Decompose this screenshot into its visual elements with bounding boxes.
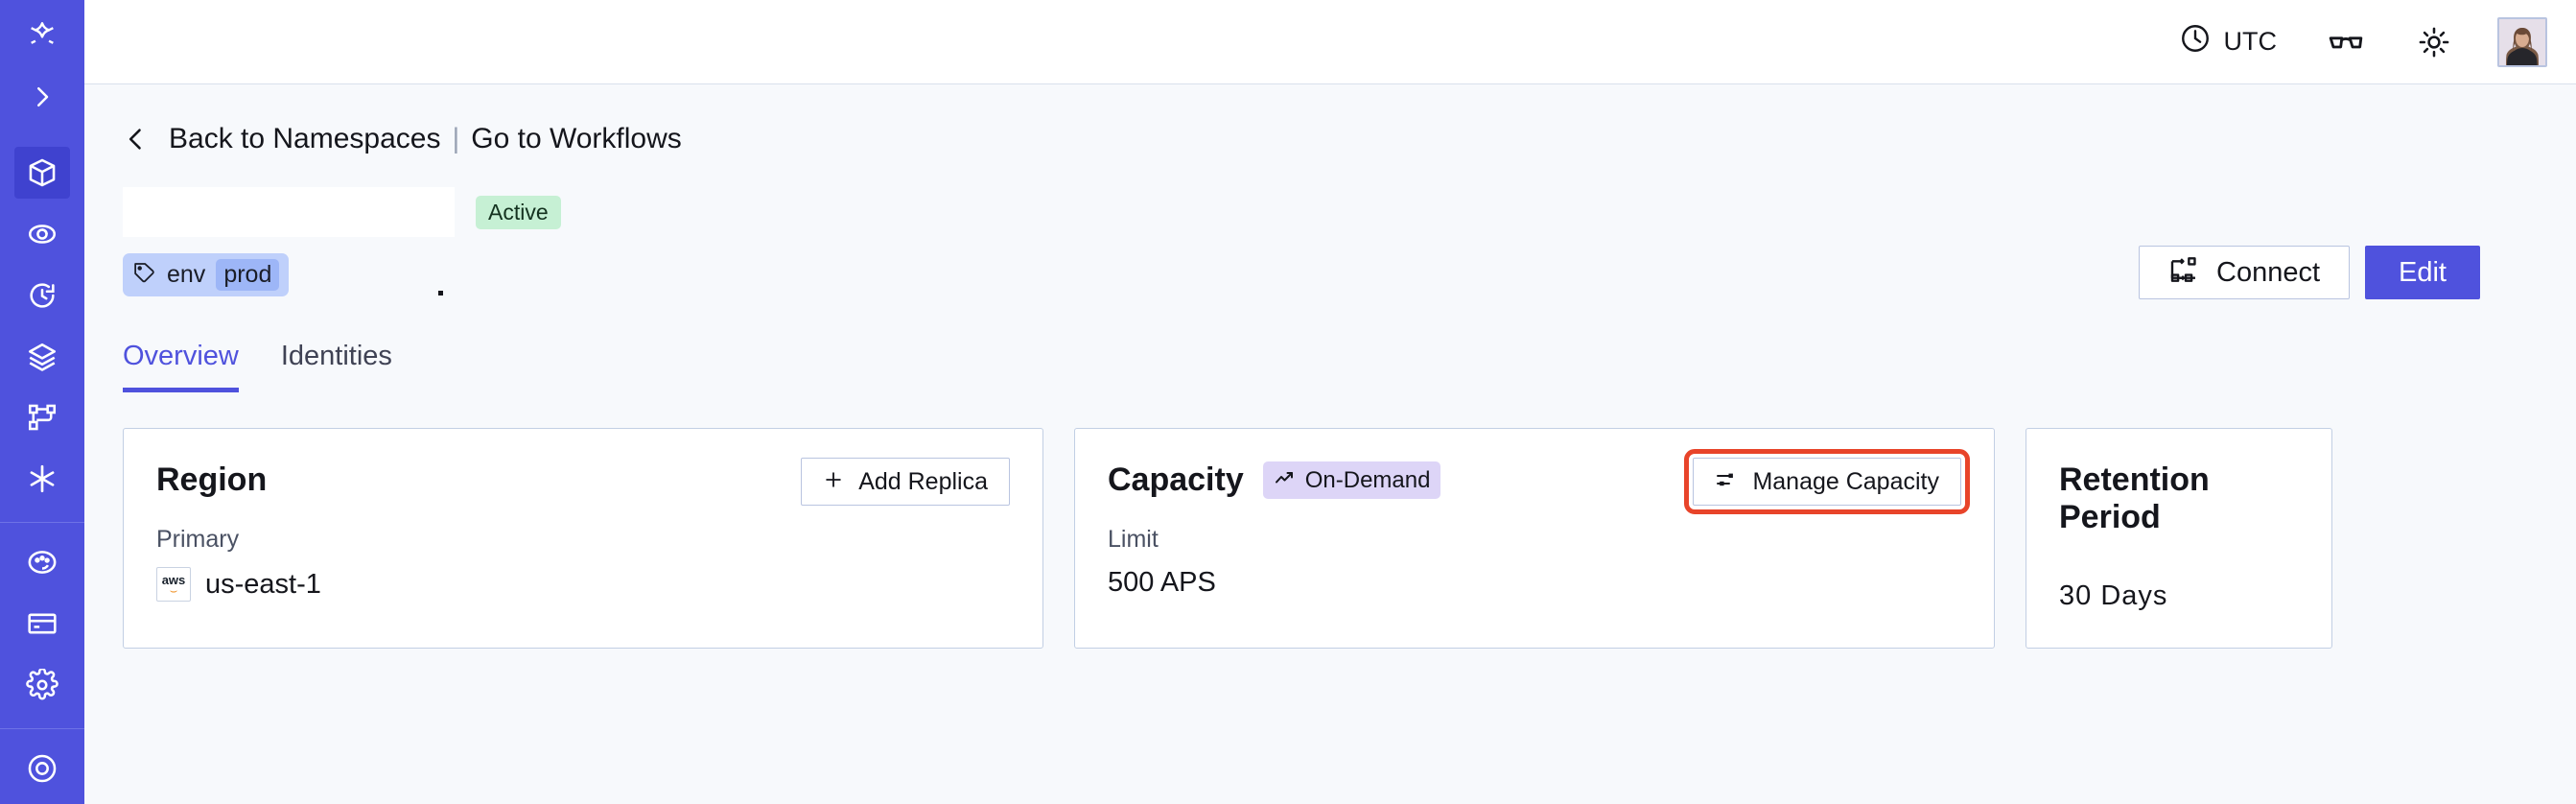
breadcrumb-workflows-link[interactable]: Go to Workflows <box>471 123 682 154</box>
region-value: us-east-1 <box>205 568 321 600</box>
edit-label: Edit <box>2399 256 2447 288</box>
tab-bar: Overview Identities <box>84 341 2576 392</box>
sidebar-item-observability[interactable] <box>14 208 70 260</box>
page-title <box>123 187 455 237</box>
logo-icon[interactable] <box>14 10 70 61</box>
retention-value: 30 Days <box>2059 580 2168 611</box>
sun-icon[interactable] <box>2409 17 2459 67</box>
add-replica-label: Add Replica <box>858 467 988 495</box>
sliders-icon <box>1715 468 1738 496</box>
breadcrumb-back-link[interactable]: Back to Namespaces <box>169 123 441 154</box>
manage-capacity-button[interactable]: Manage Capacity <box>1684 449 1970 514</box>
breadcrumb-divider: | <box>452 123 460 154</box>
sidebar <box>0 0 84 804</box>
aws-smile: ⌣ <box>169 582 178 598</box>
sidebar-item-support[interactable] <box>14 743 70 794</box>
overview-cards: Region Add Replica Primary aws <box>84 428 2576 649</box>
clock-icon <box>2179 22 2212 61</box>
sidebar-item-namespaces[interactable] <box>14 146 70 199</box>
on-demand-label: On-Demand <box>1304 466 1431 493</box>
tag-icon <box>132 260 156 291</box>
tag-row: env prod <box>84 253 2576 296</box>
tab-identities[interactable]: Identities <box>280 341 392 371</box>
retention-card: Retention Period 30 Days <box>2026 428 2332 649</box>
connect-button[interactable]: Connect <box>2139 246 2351 299</box>
sidebar-item-nexus[interactable] <box>14 453 70 505</box>
connect-label: Connect <box>2216 256 2321 288</box>
chevron-left-icon[interactable] <box>123 123 150 155</box>
trending-up-icon <box>1274 466 1297 494</box>
user-avatar[interactable] <box>2497 16 2547 67</box>
capacity-card-head: Capacity On-Demand <box>1108 461 1961 499</box>
tab-overview[interactable]: Overview <box>123 341 239 392</box>
manage-capacity-label: Manage Capacity <box>1752 467 1939 495</box>
capacity-card-title: Capacity <box>1108 461 1244 498</box>
sidebar-item-usage[interactable] <box>14 536 70 588</box>
sidebar-item-settings[interactable] <box>14 659 70 711</box>
status-badge: Active <box>476 195 561 229</box>
sidebar-item-layers[interactable] <box>14 331 70 383</box>
edit-button[interactable]: Edit <box>2365 246 2480 299</box>
tag-value: prod <box>216 259 280 291</box>
retention-card-head: Retention Period <box>2059 461 2299 536</box>
region-value-row: aws ⌣ us-east-1 <box>156 567 1010 602</box>
glasses-icon[interactable] <box>2321 17 2371 67</box>
capacity-limit-label: Limit <box>1108 526 1159 553</box>
region-card-head: Region <box>156 461 1010 499</box>
aws-logo-text: aws <box>161 572 186 587</box>
capacity-card: Capacity On-Demand <box>1074 428 1995 649</box>
main-area: UTC <box>84 0 2576 804</box>
retention-card-title: Retention Period <box>2059 461 2210 535</box>
sidebar-item-history[interactable] <box>14 270 70 321</box>
connection-icon <box>2168 254 2199 291</box>
on-demand-badge: On-Demand <box>1262 461 1441 499</box>
add-replica-button[interactable]: Add Replica <box>801 458 1010 506</box>
sidebar-divider-bottom <box>0 728 84 730</box>
region-card-title: Region <box>156 461 268 498</box>
tab-rule <box>123 389 2576 391</box>
capacity-limit-value: 500 APS <box>1108 567 1216 598</box>
aws-logo-icon: aws ⌣ <box>156 567 191 602</box>
timezone-label: UTC <box>2223 27 2278 56</box>
title-artifact <box>438 291 443 296</box>
tag-key: env <box>167 261 206 288</box>
title-row: Active <box>84 184 2576 240</box>
breadcrumb: Back to Namespaces | Go to Workflows <box>84 84 2576 155</box>
plus-icon <box>823 469 844 495</box>
sidebar-item-workflows[interactable] <box>14 392 70 444</box>
timezone-selector[interactable]: UTC <box>2179 22 2278 61</box>
region-primary-label: Primary <box>156 526 240 553</box>
header-actions: Connect Edit <box>2139 246 2480 299</box>
sidebar-item-billing[interactable] <box>14 598 70 650</box>
top-bar: UTC <box>84 0 2576 84</box>
namespace-tag[interactable]: env prod <box>123 253 290 296</box>
region-card: Region Add Replica Primary aws <box>123 428 1043 649</box>
sidebar-divider <box>0 522 84 524</box>
expand-icon[interactable] <box>14 71 70 123</box>
content-area: Back to Namespaces | Go to Workflows Act… <box>84 84 2576 804</box>
